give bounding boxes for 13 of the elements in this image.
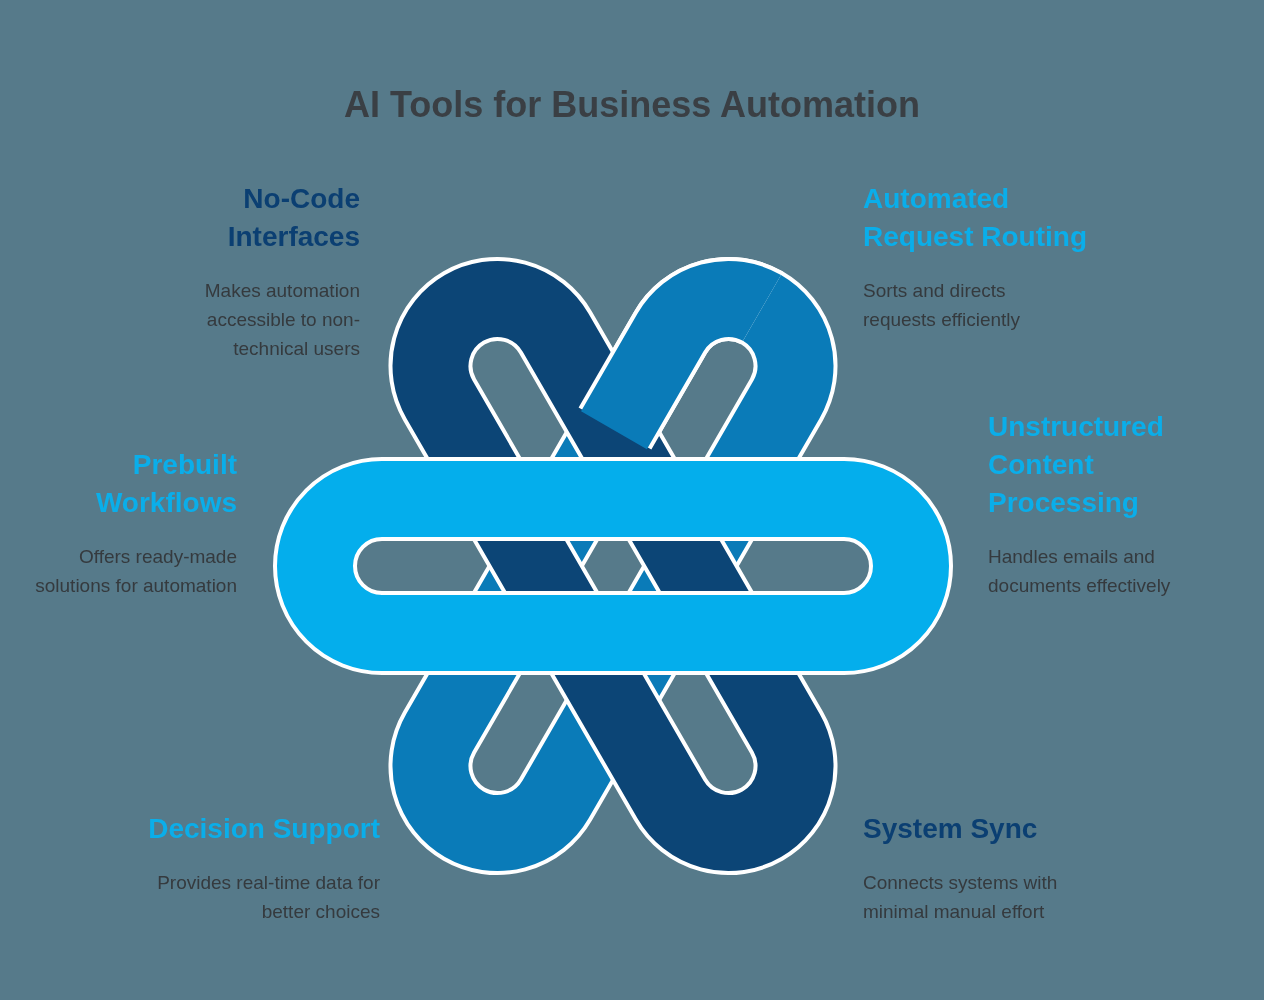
diagram-title: AI Tools for Business Automation (344, 83, 920, 127)
section-heading: Decision Support (147, 812, 380, 846)
section-heading: Prebuilt Workflows (94, 448, 237, 520)
section-description: Offers ready-made solutions for automation (34, 545, 237, 598)
section-description: Makes automation accessible to non-technical users (203, 279, 360, 361)
section-description: Connects systems with minimal manual effort (863, 871, 1059, 924)
section-description: Sorts and directs requests efficiently (863, 279, 1021, 332)
section-heading: No-Code Interfaces (226, 182, 360, 254)
section-description: Handles emails and documents effectively (988, 545, 1172, 598)
section-heading: Unstructured Content Processing (988, 410, 1165, 520)
section-heading: System Sync (863, 812, 1039, 846)
section-heading: Automated Request Routing (863, 182, 1088, 254)
section-description: Provides real-time data for better choices (156, 871, 380, 924)
